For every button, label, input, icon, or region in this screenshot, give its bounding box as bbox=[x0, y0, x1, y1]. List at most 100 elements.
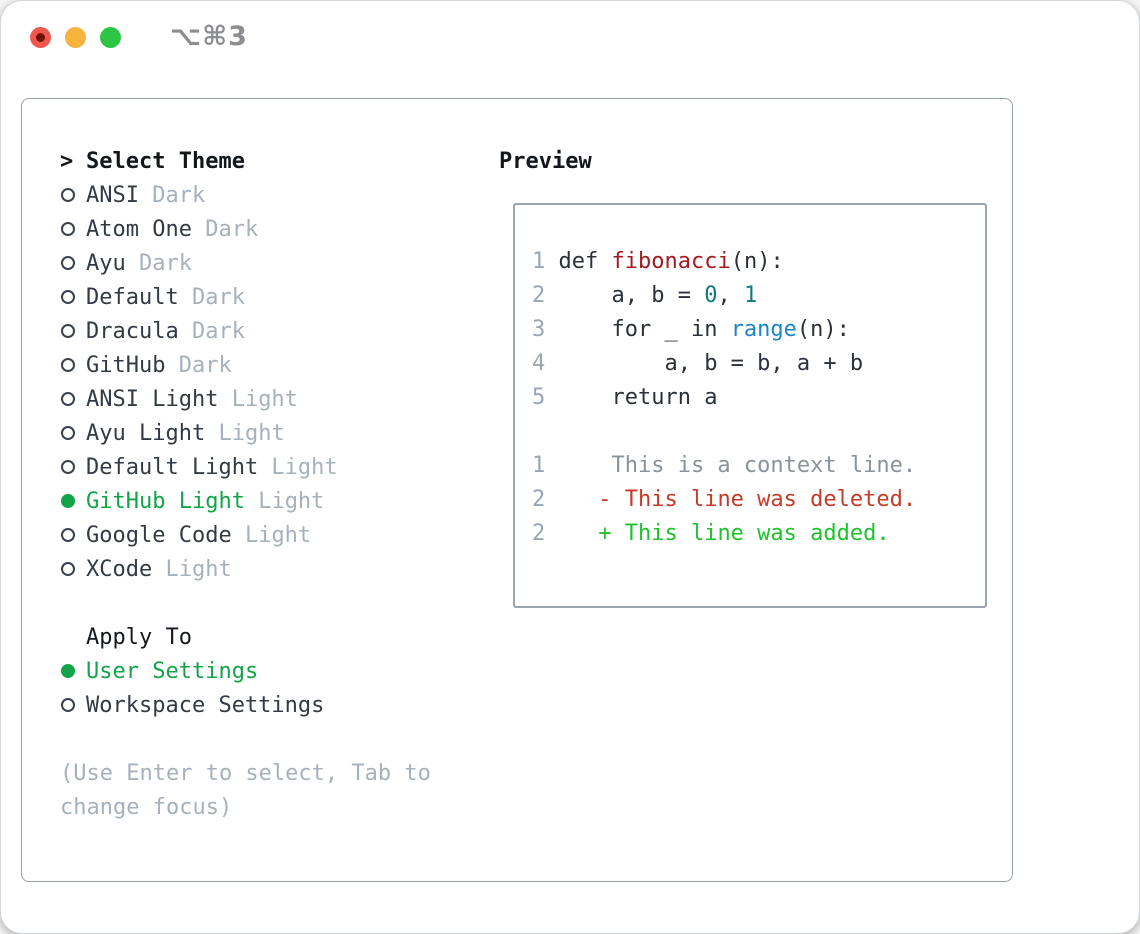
token-code: for _ in bbox=[545, 317, 731, 342]
token-num: 2 bbox=[532, 521, 546, 546]
minimize-button[interactable] bbox=[65, 27, 86, 48]
token-code: a, b = b, a + b bbox=[545, 351, 864, 376]
token-builtin: range bbox=[730, 317, 797, 342]
titlebar: ⌥⌘3 bbox=[1, 1, 1139, 76]
option-label: Google Code bbox=[86, 522, 232, 548]
theme-variant-tag: Dark bbox=[138, 182, 206, 208]
radio-unselected-icon bbox=[60, 212, 86, 246]
option-label: GitHub Light bbox=[86, 488, 245, 514]
token-code bbox=[545, 487, 598, 512]
option-label: ANSI Light bbox=[86, 386, 219, 412]
radio-selected-icon bbox=[60, 484, 86, 518]
spacer bbox=[60, 722, 431, 756]
token-lit: 1 bbox=[743, 283, 758, 308]
code-line: 3 for _ in range(n): bbox=[532, 313, 985, 347]
radio-unselected-icon bbox=[60, 382, 86, 416]
theme-variant-tag: Light bbox=[258, 454, 338, 480]
theme-option[interactable]: Default Light Light bbox=[60, 450, 431, 484]
radio-unselected-icon bbox=[60, 280, 86, 314]
theme-option[interactable]: Default Dark bbox=[60, 280, 431, 314]
preview-column: Preview 1 def fibonacci(n):2 a, b = 0, 1… bbox=[499, 144, 987, 608]
maximize-button[interactable] bbox=[100, 27, 121, 48]
token-code: (n): bbox=[730, 249, 784, 274]
radio-unselected-icon bbox=[60, 314, 86, 348]
apply-option[interactable]: User Settings bbox=[60, 654, 431, 688]
token-context: This is a context line. bbox=[545, 453, 917, 478]
token-num: 5 bbox=[532, 385, 546, 410]
code-line: 5 return a bbox=[532, 381, 985, 415]
token-num: 1 bbox=[532, 249, 546, 274]
radio-unselected-icon bbox=[60, 416, 86, 450]
token-num: 2 bbox=[532, 283, 546, 308]
preview-header-label: Preview bbox=[499, 148, 592, 174]
code-line bbox=[532, 415, 985, 449]
option-label: Atom One bbox=[86, 216, 192, 242]
radio-unselected-icon bbox=[60, 450, 86, 484]
token-num: 2 bbox=[532, 487, 546, 512]
radio-unselected-icon bbox=[60, 688, 86, 722]
help-line: change focus) bbox=[60, 794, 233, 820]
window-title: ⌥⌘3 bbox=[170, 21, 248, 52]
option-label: Dracula bbox=[86, 318, 179, 344]
preview-header: Preview bbox=[499, 144, 592, 178]
window-controls bbox=[30, 27, 121, 48]
token-code: return a bbox=[545, 385, 718, 410]
focus-caret-icon: > bbox=[60, 148, 74, 174]
unsaved-changes-dot-icon bbox=[36, 33, 45, 42]
option-label: Workspace Settings bbox=[86, 692, 325, 718]
theme-option[interactable]: GitHub Light Light bbox=[60, 484, 431, 518]
theme-variant-tag: Dark bbox=[165, 352, 232, 378]
code-line: 2 + This line was added. bbox=[532, 517, 985, 551]
theme-variant-tag: Light bbox=[205, 420, 285, 446]
option-label: Ayu Light bbox=[86, 420, 206, 446]
token-code: a, b = bbox=[545, 283, 705, 308]
token-code: , bbox=[717, 283, 744, 308]
select-theme-header: > Select Theme bbox=[60, 144, 431, 178]
radio-unselected-icon bbox=[60, 348, 86, 382]
theme-variant-tag: Dark bbox=[191, 216, 259, 242]
code-line: 4 a, b = b, a + b bbox=[532, 347, 985, 381]
close-button[interactable] bbox=[30, 27, 51, 48]
radio-selected-icon bbox=[60, 654, 86, 688]
option-label: XCode bbox=[86, 556, 153, 582]
theme-variant-tag: Dark bbox=[178, 318, 245, 344]
token-code bbox=[545, 521, 598, 546]
theme-variant-tag: Dark bbox=[178, 284, 245, 310]
option-label: GitHub bbox=[86, 352, 166, 378]
apply-to-header: Apply To bbox=[60, 620, 431, 654]
theme-option[interactable]: Ayu Light Light bbox=[60, 416, 431, 450]
code-line: 1 This is a context line. bbox=[532, 449, 985, 483]
theme-variant-tag: Light bbox=[244, 488, 325, 514]
apply-to-label: Apply To bbox=[86, 624, 192, 650]
theme-variant-tag: Light bbox=[218, 386, 298, 412]
token-num: 3 bbox=[532, 317, 546, 342]
apply-option[interactable]: Workspace Settings bbox=[60, 688, 431, 722]
code-line: 1 def fibonacci(n): bbox=[532, 245, 985, 279]
radio-unselected-icon bbox=[60, 518, 86, 552]
theme-option[interactable]: Google Code Light bbox=[60, 518, 431, 552]
theme-option[interactable]: Ayu Dark bbox=[60, 246, 431, 280]
theme-option[interactable]: ANSI Light Light bbox=[60, 382, 431, 416]
theme-option[interactable]: Dracula Dark bbox=[60, 314, 431, 348]
theme-option[interactable]: Atom One Dark bbox=[60, 212, 431, 246]
option-label: Default bbox=[86, 284, 179, 310]
token-code: (n): bbox=[796, 317, 850, 342]
select-theme-header-label: Select Theme bbox=[86, 148, 245, 174]
theme-option[interactable]: XCode Light bbox=[60, 552, 431, 586]
theme-variant-tag: Dark bbox=[125, 250, 192, 276]
apply-to-indent bbox=[60, 620, 86, 654]
radio-unselected-icon bbox=[60, 552, 86, 586]
option-label: Default Light bbox=[86, 454, 259, 480]
theme-option[interactable]: GitHub Dark bbox=[60, 348, 431, 382]
theme-option[interactable]: ANSI Dark bbox=[60, 178, 431, 212]
option-label: Ayu bbox=[86, 250, 126, 276]
token-added: + This line was added. bbox=[598, 521, 890, 546]
